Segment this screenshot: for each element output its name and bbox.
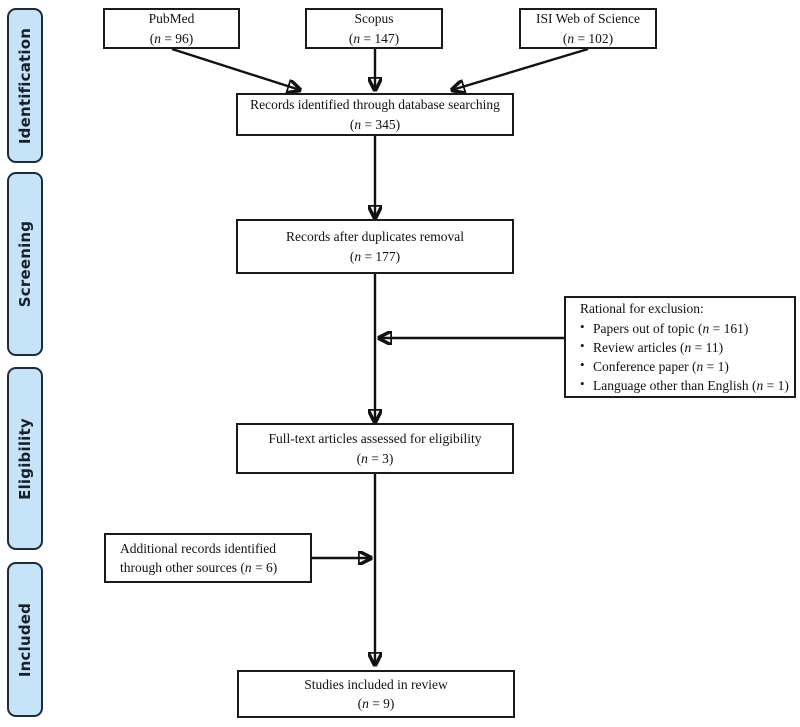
box-records-identified: Records identified through database sear… (236, 93, 514, 136)
stage-tab-eligibility-label: Eligibility (16, 417, 34, 500)
box-rational-for-exclusion: Rational for exclusion: Papers out of to… (564, 296, 796, 398)
box-additional-records: Additional records identified through ot… (104, 533, 312, 583)
box-full-text-articles: Full-text articles assessed for eligibil… (236, 423, 514, 474)
exclusion-item: Conference paper (n = 1) (580, 356, 789, 376)
source-pubmed-name: PubMed (148, 11, 195, 27)
source-box-scopus: Scopus (n = 147) (305, 8, 443, 49)
source-isi-count: (n = 102) (562, 30, 614, 46)
stage-tab-screening: Screening (7, 172, 43, 356)
studies-included-count: (n = 9) (357, 696, 395, 711)
full-text-articles-count: (n = 3) (356, 450, 394, 466)
additional-records-text-line2: through other sources (n = 6) (120, 560, 278, 575)
source-scopus-count: (n = 147) (348, 30, 400, 46)
stage-tab-identification-label: Identification (16, 27, 34, 144)
records-after-duplicates-text: Records after duplicates removal (285, 229, 465, 245)
exclusion-title: Rational for exclusion: (580, 300, 704, 316)
additional-records-text-line1: Additional records identified (120, 540, 276, 556)
studies-included-text: Studies included in review (304, 676, 448, 692)
stage-tab-included-label: Included (16, 602, 34, 677)
source-box-isi-web-of-science: ISI Web of Science (n = 102) (519, 8, 657, 49)
records-after-duplicates-count: (n = 177) (349, 248, 401, 264)
source-isi-name: ISI Web of Science (535, 11, 640, 27)
exclusion-list: Papers out of topic (n = 161) Review art… (580, 318, 789, 396)
stage-tab-eligibility: Eligibility (7, 367, 43, 550)
exclusion-item: Language other than English (n = 1) (580, 375, 789, 395)
box-records-after-duplicates: Records after duplicates removal (n = 17… (236, 219, 514, 274)
exclusion-item: Review articles (n = 11) (580, 337, 789, 357)
stage-tab-included: Included (7, 562, 43, 717)
full-text-articles-text: Full-text articles assessed for eligibil… (268, 431, 482, 447)
stage-tab-screening-label: Screening (16, 220, 34, 308)
stage-tab-identification: Identification (7, 8, 43, 163)
box-studies-included: Studies included in review (n = 9) (237, 670, 515, 718)
source-box-pubmed: PubMed (n = 96) (103, 8, 240, 49)
exclusion-item: Papers out of topic (n = 161) (580, 318, 789, 338)
records-identified-count: (n = 345) (349, 116, 401, 132)
arrow-isi-to-identified (452, 47, 589, 90)
records-identified-text: Records identified through database sear… (250, 97, 500, 113)
source-pubmed-count: (n = 96) (149, 30, 194, 46)
arrow-pubmed-to-identified (171, 47, 300, 90)
source-scopus-name: Scopus (354, 11, 394, 27)
